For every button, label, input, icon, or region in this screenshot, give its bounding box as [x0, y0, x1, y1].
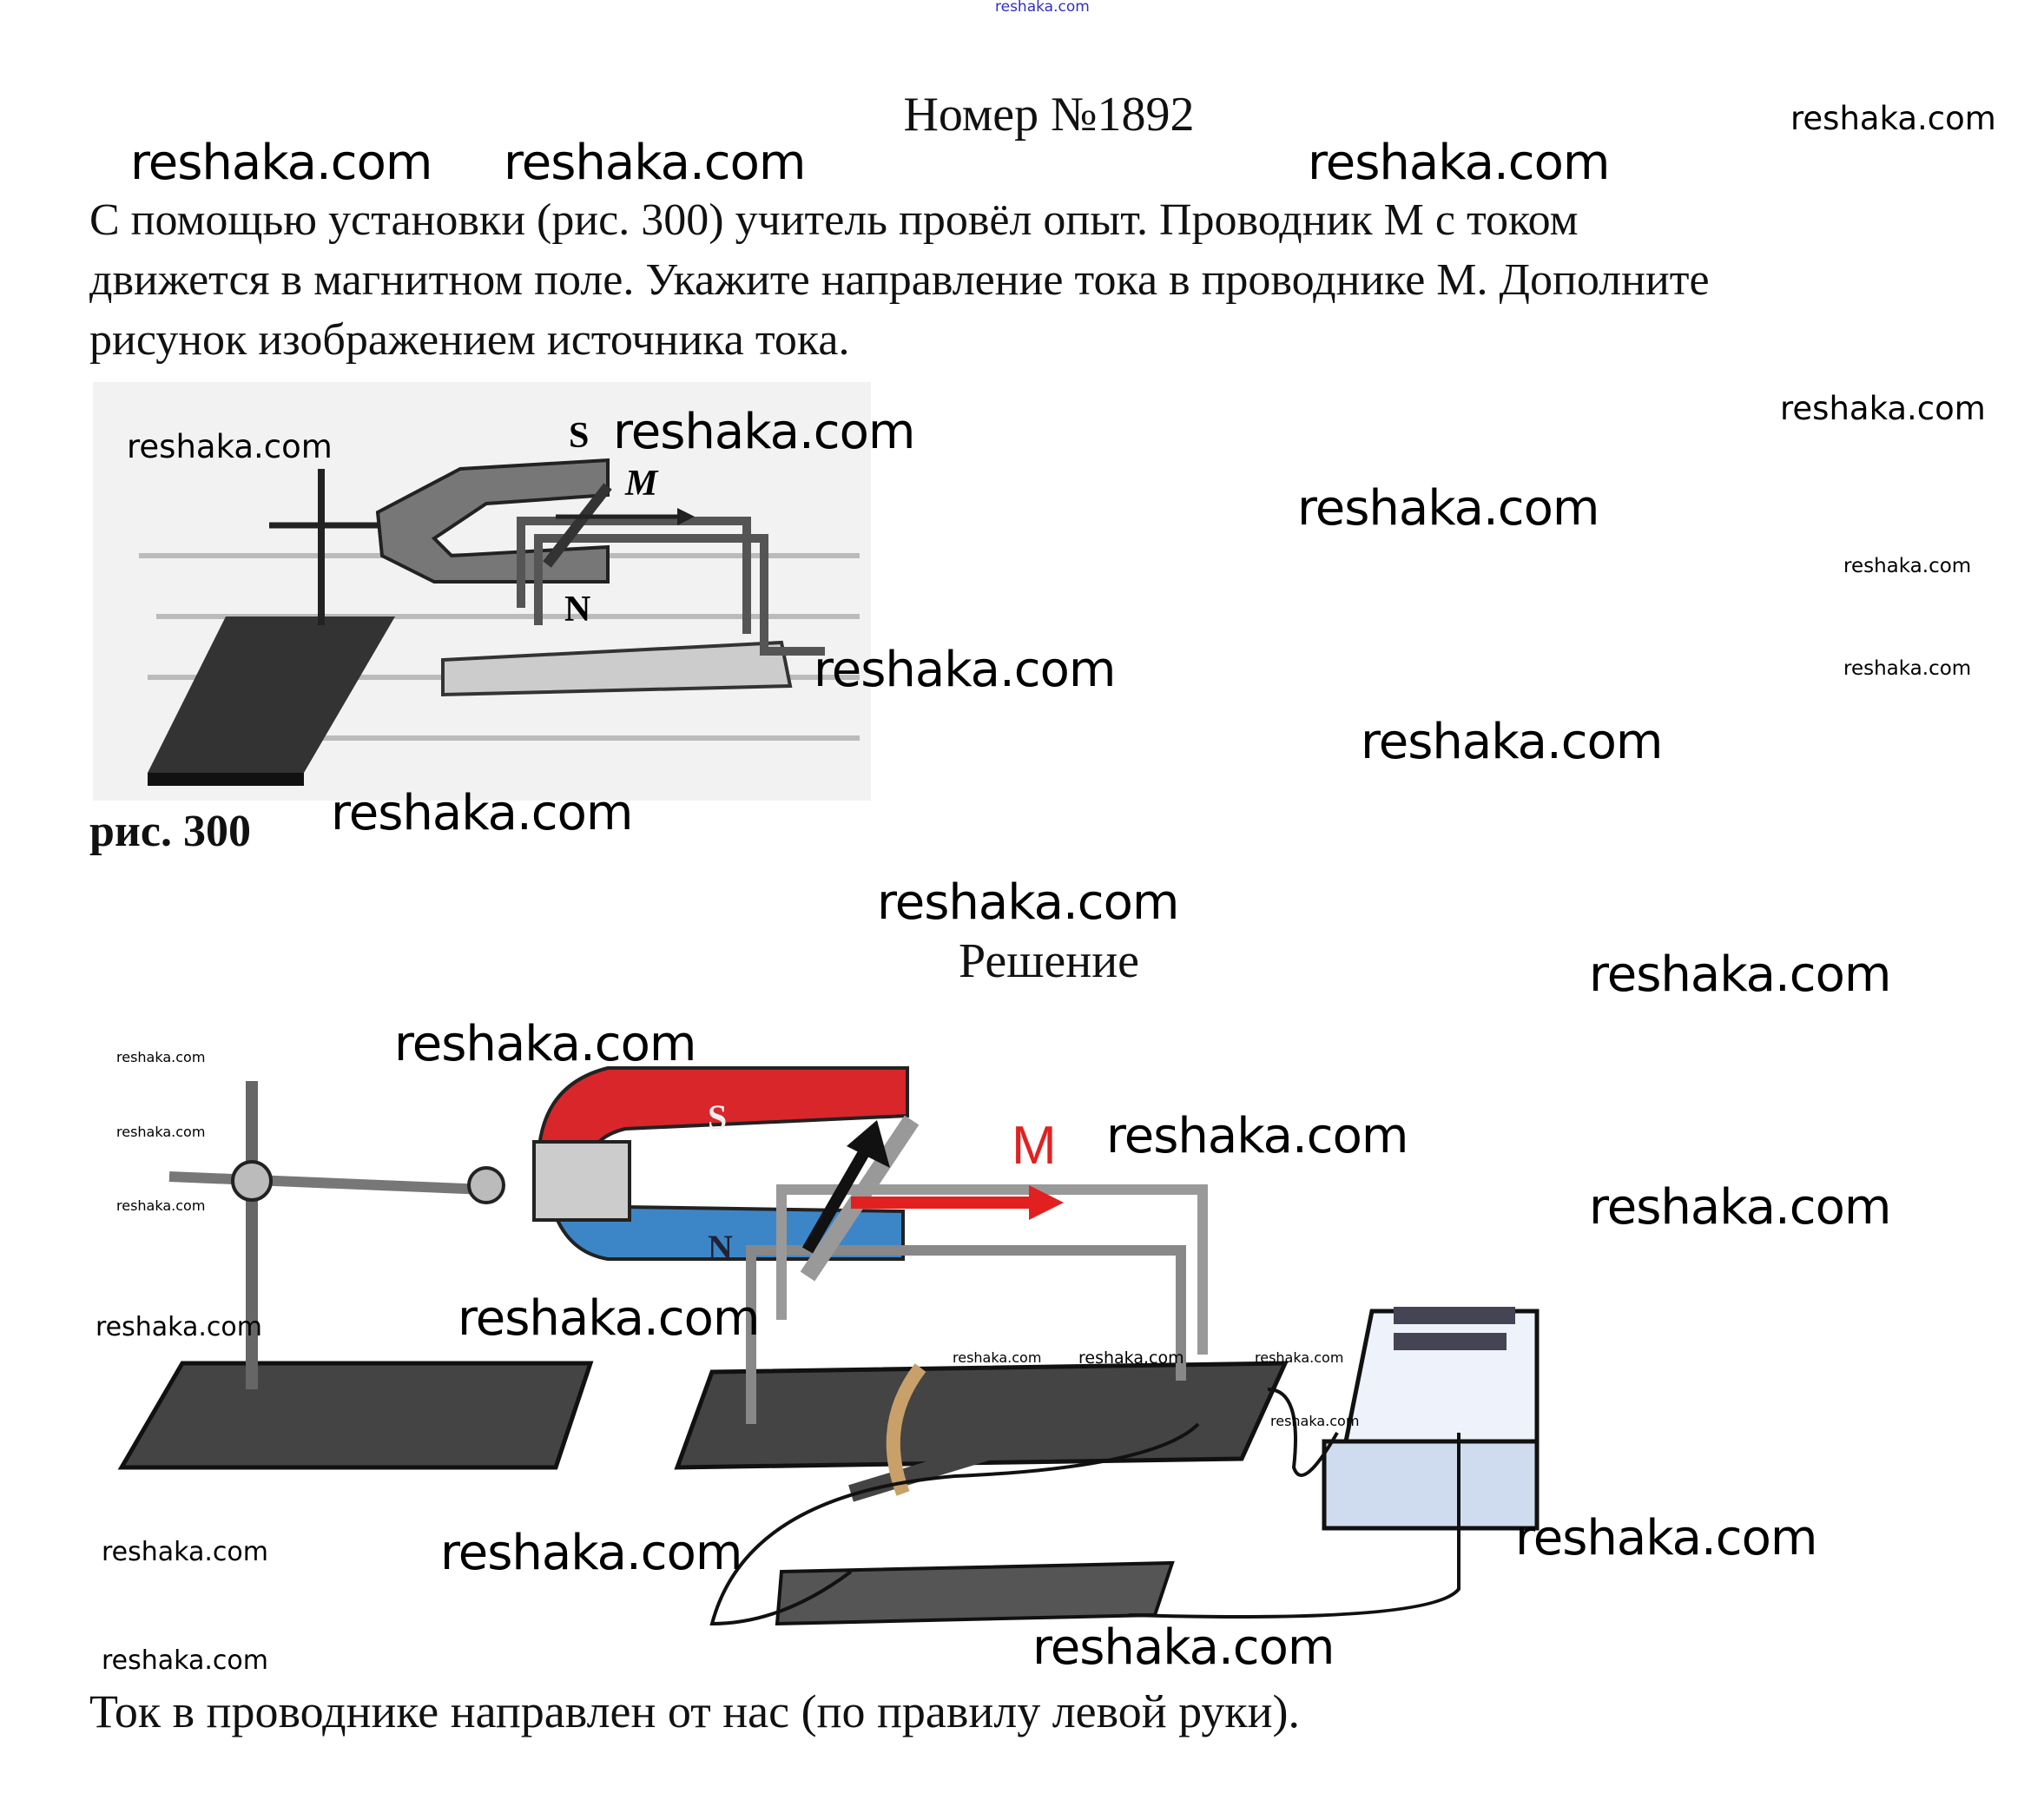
- problem-line: движется в магнитном поле. Укажите напра…: [89, 255, 1710, 305]
- watermark: reshaka.com: [1589, 946, 1891, 1003]
- watermark: reshaka.com: [1032, 1619, 1335, 1676]
- watermark: reshaka.com: [613, 404, 915, 460]
- watermark: reshaka.com: [1255, 1349, 1344, 1366]
- page-title: Номер №1892: [903, 88, 1195, 142]
- watermark: reshaka.com: [1589, 1179, 1891, 1236]
- watermark: reshaka.com: [130, 135, 432, 191]
- watermark: reshaka.com: [331, 785, 633, 841]
- conductor-m-label: M: [1012, 1116, 1057, 1176]
- watermark: reshaka.com: [102, 1537, 268, 1567]
- watermark: reshaka.com: [116, 1197, 206, 1214]
- watermark: reshaka.com: [877, 874, 1179, 931]
- watermark: reshaka.com: [1106, 1108, 1408, 1164]
- watermark: reshaka.com: [96, 1312, 262, 1342]
- label-m: M: [624, 464, 659, 504]
- answer-text: Ток в проводнике направлен от нас (по пр…: [89, 1685, 1301, 1737]
- problem-line: С помощью установки (рис. 300) учитель п…: [89, 195, 1579, 245]
- watermark: reshaka.com: [1078, 1348, 1184, 1368]
- watermark: reshaka.com: [1843, 555, 1972, 577]
- magnet-s-label: S: [708, 1098, 727, 1137]
- watermark: reshaka.com: [102, 1645, 268, 1676]
- watermark: reshaka.com: [814, 642, 1116, 698]
- watermark: reshaka.com: [127, 428, 333, 465]
- watermark: reshaka.com: [1297, 480, 1599, 537]
- label-s: S: [569, 416, 589, 456]
- watermark: reshaka.com: [1780, 390, 1986, 427]
- watermark: reshaka.com: [1270, 1413, 1360, 1429]
- watermark: reshaka.com: [953, 1349, 1042, 1366]
- watermark: reshaka.com: [394, 1016, 696, 1072]
- problem-line: рисунок изображением источника тока.: [89, 315, 850, 365]
- site-mark[interactable]: reshaka.com: [995, 0, 1090, 16]
- magnet-n-label: N: [708, 1228, 733, 1267]
- watermark: reshaka.com: [116, 1124, 206, 1140]
- figure-caption: рис. 300: [89, 807, 251, 856]
- watermark: reshaka.com: [116, 1049, 206, 1065]
- watermark: reshaka.com: [1790, 100, 1996, 137]
- watermark: reshaka.com: [1308, 135, 1610, 191]
- watermark: reshaka.com: [458, 1290, 760, 1347]
- watermark: reshaka.com: [1515, 1510, 1817, 1566]
- label-n: N: [564, 590, 590, 630]
- watermark: reshaka.com: [1361, 714, 1663, 770]
- watermark: reshaka.com: [504, 135, 806, 191]
- watermark: reshaka.com: [1843, 657, 1972, 680]
- watermark: reshaka.com: [440, 1525, 742, 1581]
- solution-heading: Решение: [958, 934, 1140, 988]
